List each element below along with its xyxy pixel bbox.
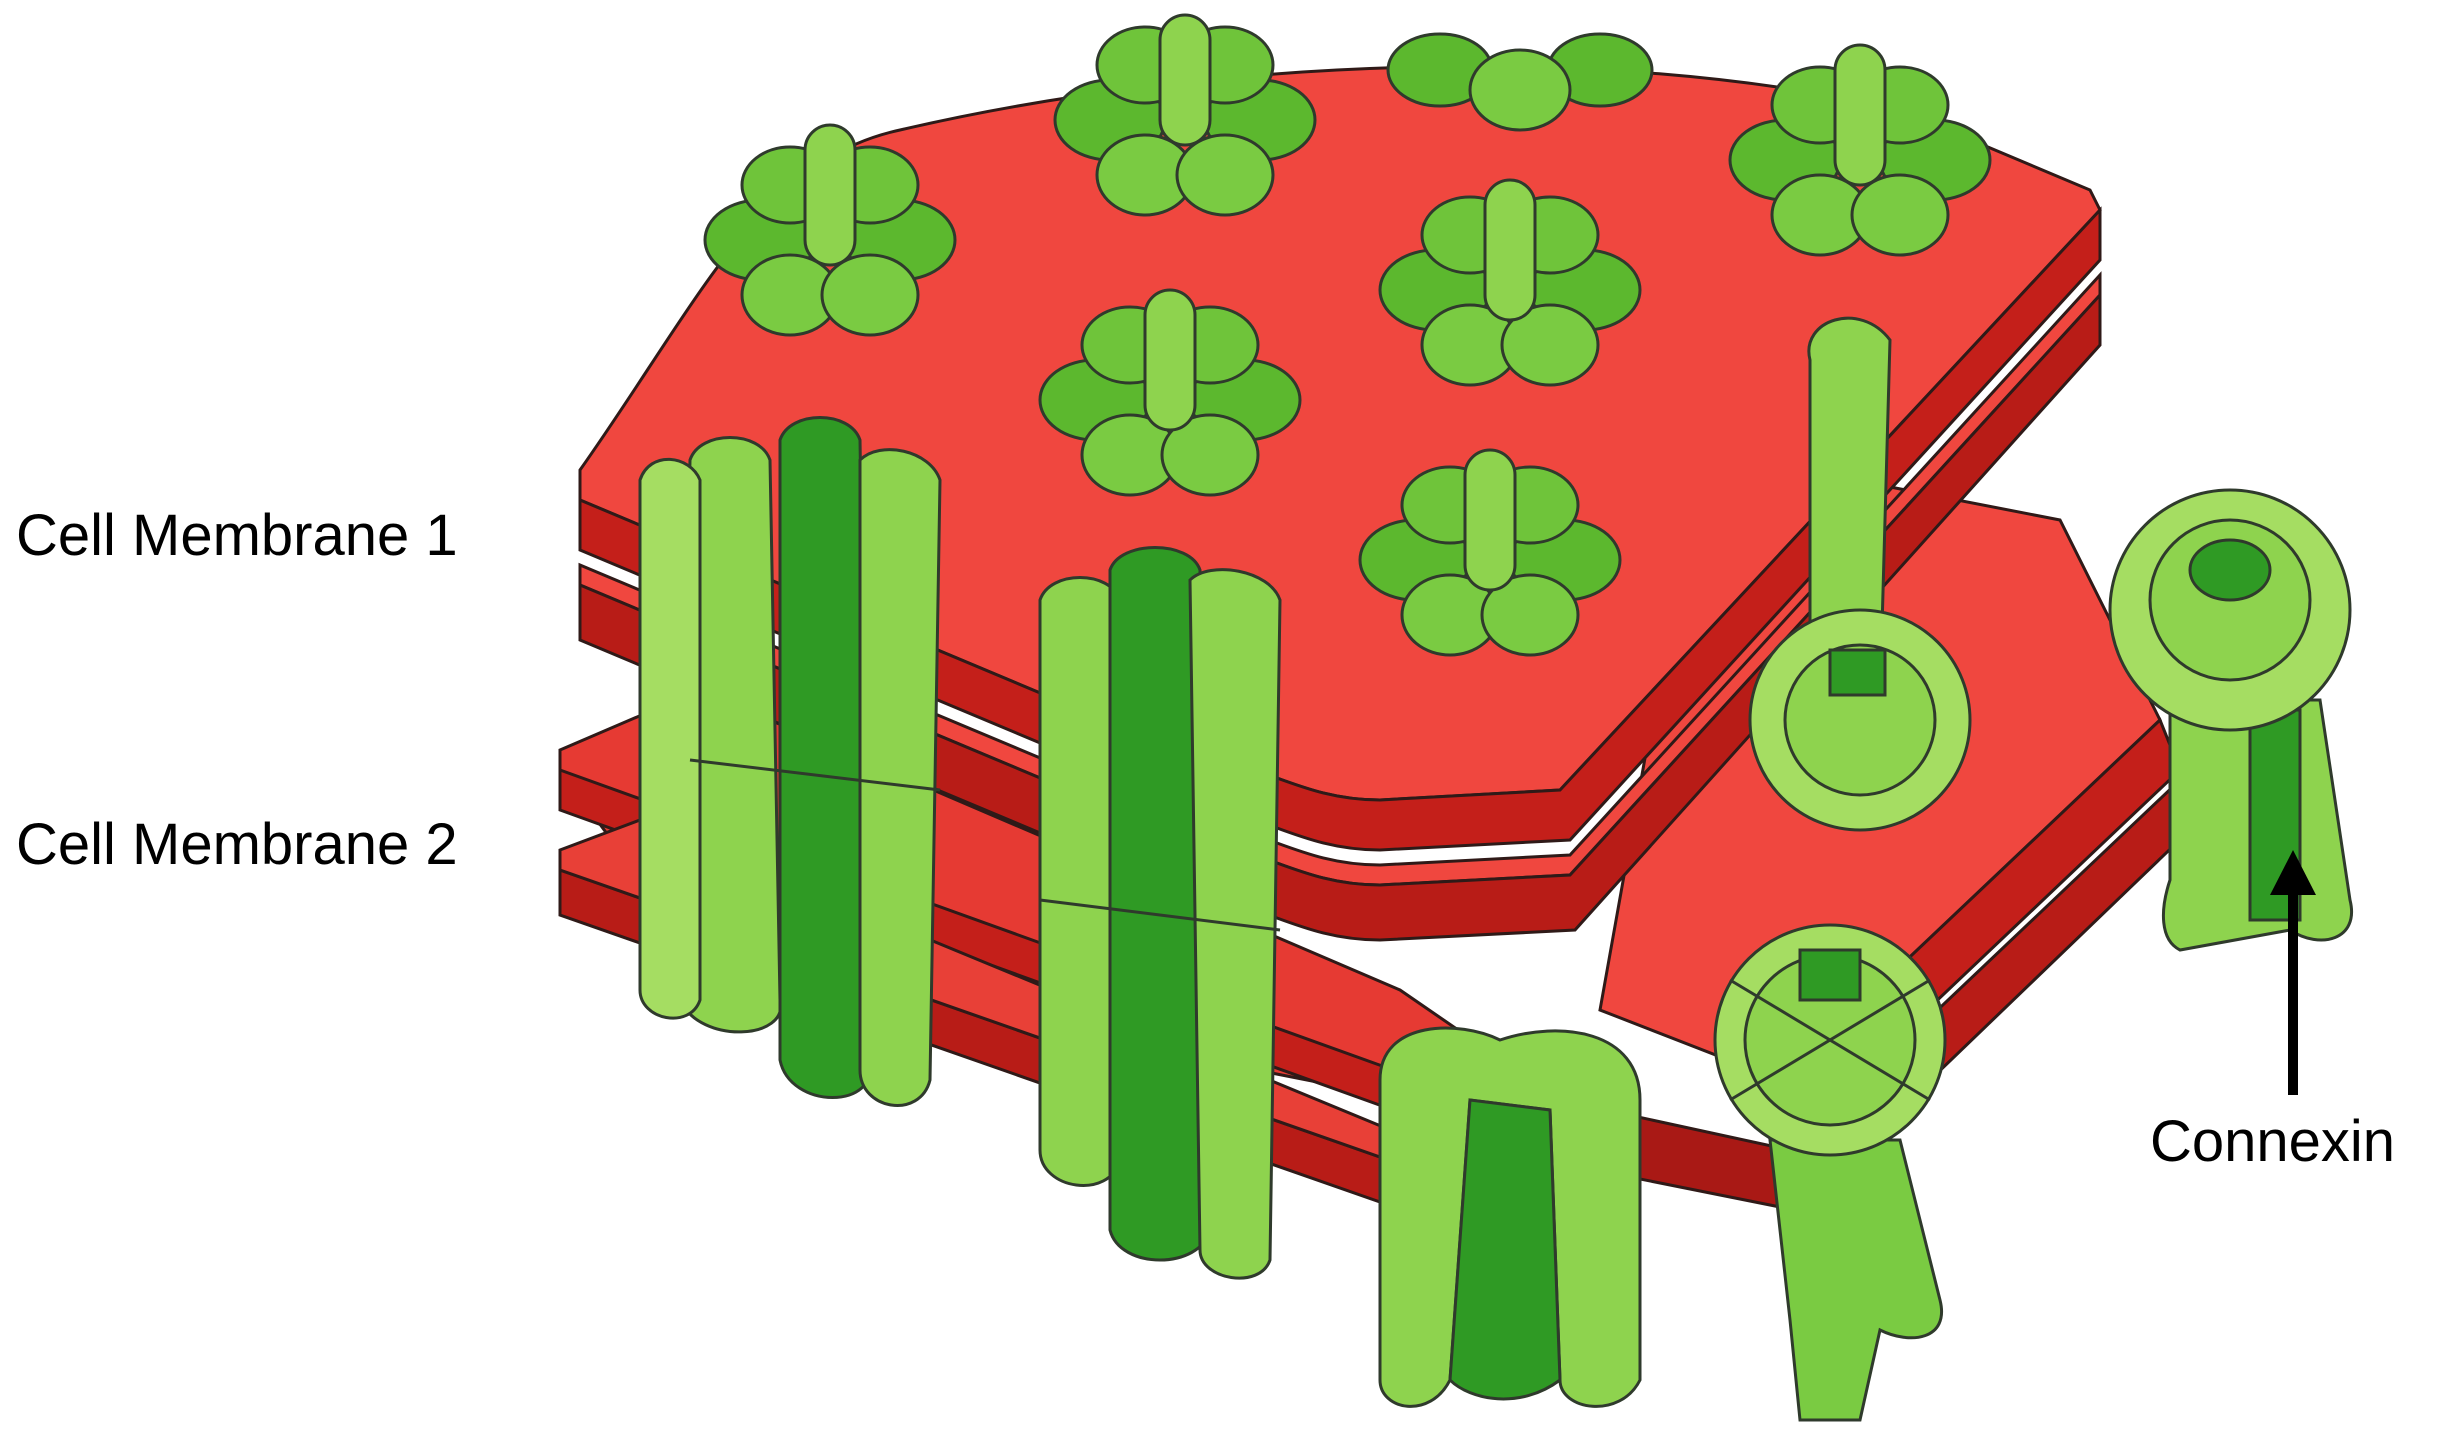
label-connexin: Connexin: [2150, 1113, 2395, 1171]
connexon-channel-left: [640, 418, 940, 1106]
label-cell-membrane-1: Cell Membrane 1: [16, 507, 458, 565]
connexon-channel-middle: [1040, 548, 1280, 1279]
label-cell-membrane-2: Cell Membrane 2: [16, 816, 458, 874]
connexon-hemichannel-front: [1380, 1028, 1640, 1406]
